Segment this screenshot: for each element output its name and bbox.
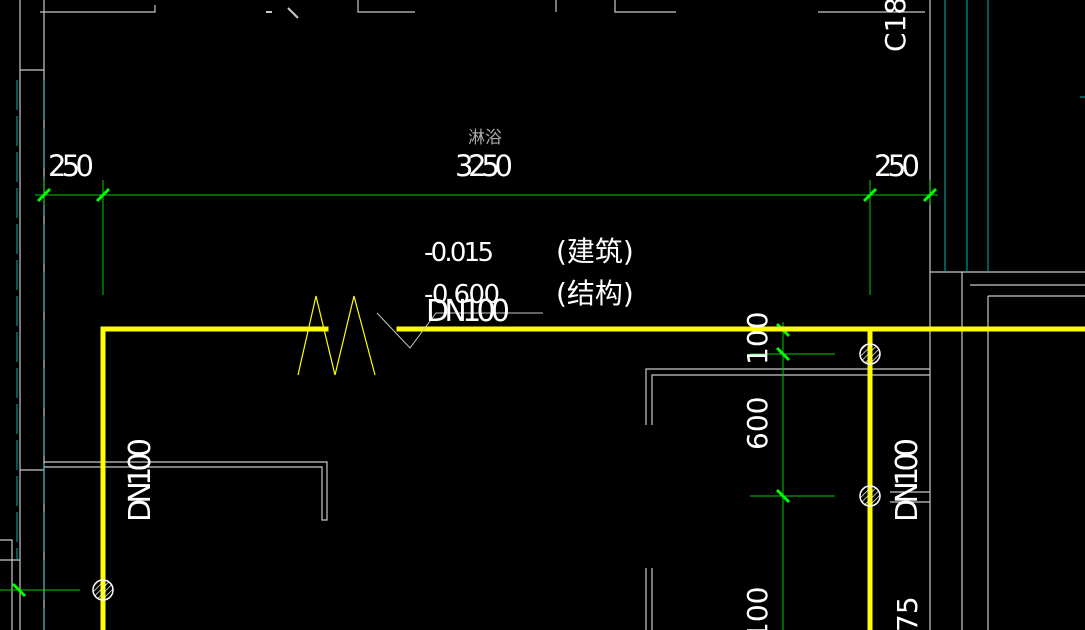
riser-circles [92, 343, 881, 601]
triangle-arrow-icon [376, 312, 543, 349]
axis-lines [16, 0, 1085, 560]
drain-pipes [100, 326, 1085, 630]
pipe-label-left: DN100 [123, 438, 158, 522]
dim-top-middle: 3250 [455, 149, 513, 183]
elevation-arch-note: (建筑) [556, 235, 634, 268]
dim-top-left: 250 [48, 149, 94, 183]
dimension-ticks [11, 187, 938, 598]
riser-icon-right-top [859, 343, 881, 365]
dimension-lines [0, 180, 938, 630]
dim-vertical-c: 100 [741, 587, 774, 630]
elevation-arch-value: -0.015 [424, 238, 494, 268]
riser-icon-right-mid [859, 485, 881, 507]
pipe-label-right: DN100 [890, 438, 925, 522]
elevation-struct-note: (结构) [556, 277, 634, 310]
room-name-label: 淋浴 [468, 128, 502, 148]
elevation-struct-value: -0.600 [424, 280, 500, 310]
dim-bottom-right: 75 [891, 596, 924, 630]
pipe-top-left-segment [100, 326, 329, 630]
riser-icon-left-bottom [92, 579, 114, 601]
zigzag-break-icon [297, 295, 376, 376]
column-tag-label: C18 [879, 0, 912, 52]
dim-vertical-a: 100 [741, 312, 774, 365]
stray-marks [266, 7, 299, 19]
pipe-label-top: DN100 [426, 294, 510, 329]
dim-top-right: 250 [874, 149, 920, 183]
dim-vertical-b: 600 [741, 397, 774, 450]
